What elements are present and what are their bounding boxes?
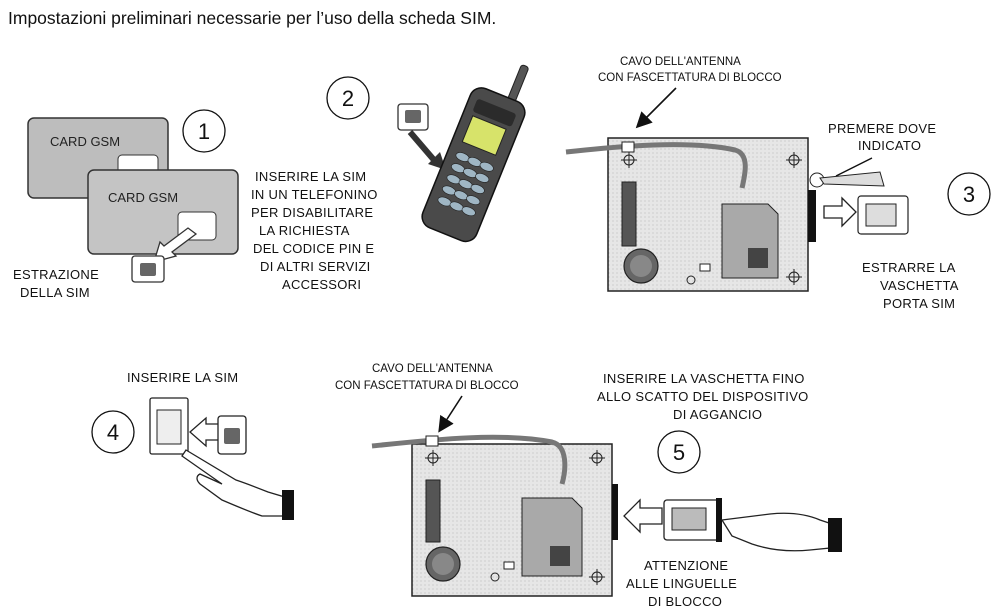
step-4-number: 4: [107, 420, 119, 445]
step-3-press-label-line-2: INDICATO: [858, 138, 921, 153]
step-3-sim-slot: [808, 190, 816, 242]
step-5-tray-edge: [716, 498, 722, 542]
step-5-mount-holes: [425, 450, 605, 585]
step-5-hand-cuff: [828, 518, 842, 552]
step-5-antenna-cable: [371, 434, 568, 485]
step-3-extract-label-line-1: ESTRARRE LA: [862, 260, 956, 275]
step-1-circle: [182, 109, 226, 153]
step-5-antenna-label-line-2: CON FASCETTATURA DI BLOCCO: [335, 380, 519, 392]
step-5-warning-line-2: ALLE LINGUELLE: [626, 576, 737, 591]
step-3-antenna-pointer: [635, 87, 677, 129]
step-5-antenna-label-line-1: CAVO DELL'ANTENNA: [372, 363, 493, 375]
step-5-module-chip: [550, 546, 570, 566]
step-5-pointing-hand: [720, 512, 833, 552]
step-4-circle: [91, 410, 135, 454]
step-5-number: 5: [673, 440, 685, 465]
step-5-warning-line-1: ATTENZIONE: [644, 558, 728, 573]
step-3-module-chip: [748, 248, 768, 268]
step-2-group: 2 INSERIRE LA SIM IN UN TELEFONINO PER D…: [251, 64, 529, 292]
step-5-small-component: [503, 561, 515, 570]
extraction-arrow: [153, 227, 198, 263]
step-2-number: 2: [342, 86, 354, 111]
step-1-number: 1: [198, 119, 210, 144]
step-4-caption: INSERIRE LA SIM: [127, 370, 238, 385]
step-3-press-label-line-1: PREMERE DOVE: [828, 121, 936, 136]
step-5-insert-arrow: [623, 498, 663, 534]
step-3-mount-holes: [621, 152, 802, 285]
step-2-circle: [326, 76, 370, 120]
step-5-group: CAVO DELL'ANTENNA CON FASCETTATURA DI BL…: [335, 363, 842, 609]
step-3-extract-arrow: [823, 196, 857, 228]
step-3-cable-clamp: [621, 141, 635, 153]
step-3-antenna-cable: [565, 142, 748, 189]
step-5-cable-clamp: [425, 435, 439, 447]
step-2-caption-line-5: DEL CODICE PIN E: [253, 241, 374, 256]
step-4-insert-arrow: [189, 416, 223, 448]
step-3-press-pointer: [835, 157, 873, 177]
step-3-sim-tray-inner: [865, 203, 897, 227]
step-5-connector-strip: [425, 479, 441, 543]
page-title: Impostazioni preliminari necessarie per …: [8, 8, 497, 28]
step-2-caption-line-1: INSERIRE LA SIM: [255, 169, 366, 184]
step-3-connector-strip: [621, 181, 637, 247]
step-5-antenna-pointer: [438, 395, 463, 433]
step-5-insert-label-line-2: ALLO SCATTO DEL DISPOSITIVO: [597, 389, 809, 404]
step-3-extract-label-line-3: PORTA SIM: [883, 296, 955, 311]
step-1-caption-line-2: DELLA SIM: [20, 285, 90, 300]
step-3-group: CAVO DELL'ANTENNA CON FASCETTATURA DI BL…: [565, 56, 991, 311]
step-3-jumper: [686, 275, 696, 285]
step-3-press-pen: [819, 171, 885, 187]
step-2-caption-line-7: ACCESSORI: [282, 277, 361, 292]
step-4-sim-chip: [224, 428, 240, 444]
step-1-group: CARD GSM CARD GSM 1 ESTRAZIONE DELLA SIM: [13, 109, 239, 300]
step-5-jumper: [490, 572, 500, 582]
step-5-sim-slot: [612, 484, 618, 540]
step-3-battery-inner: [630, 255, 652, 277]
step-4-sim-tray-inner: [156, 409, 182, 445]
step-5-insert-label-line-3: DI AGGANCIO: [673, 407, 762, 422]
phone-sim-chip: [405, 110, 421, 123]
step-3-antenna-label-line-2: CON FASCETTATURA DI BLOCCO: [598, 72, 782, 84]
step-3-extract-label-line-2: VASCHETTA: [880, 278, 959, 293]
mobile-phone: [421, 64, 529, 243]
step-5-circle: [657, 430, 701, 474]
step-5-insert-label-line-1: INSERIRE LA VASCHETTA FINO: [603, 371, 805, 386]
phone-insert-arrow: [407, 130, 437, 162]
step-2-caption-line-3: PER DISABILITARE: [251, 205, 373, 220]
step-4-group: INSERIRE LA SIM 4: [91, 370, 294, 520]
step-3-number: 3: [963, 182, 975, 207]
step-2-caption-line-2: IN UN TELEFONINO: [251, 187, 378, 202]
gsm-card-front: [87, 169, 239, 255]
step-5-sim-in-tray: [671, 507, 707, 531]
step-2-caption-line-6: DI ALTRI SERVIZI: [260, 259, 371, 274]
step-4-hand-cuff: [282, 490, 294, 520]
gsm-card-back-label: CARD GSM: [50, 134, 120, 149]
extracted-sim-chip: [140, 263, 156, 276]
gsm-card-front-label: CARD GSM: [108, 190, 178, 205]
step-5-battery-inner: [432, 553, 454, 575]
step-3-small-component: [699, 263, 711, 272]
step-4-pointing-hand: [181, 449, 289, 517]
step-2-caption-line-4: LA RICHIESTA: [259, 223, 350, 238]
step-3-antenna-label-line-1: CAVO DELL'ANTENNA: [620, 56, 741, 68]
step-3-circle: [947, 172, 991, 216]
step-5-warning-line-3: DI BLOCCO: [648, 594, 722, 609]
step-1-caption-line-1: ESTRAZIONE: [13, 267, 99, 282]
